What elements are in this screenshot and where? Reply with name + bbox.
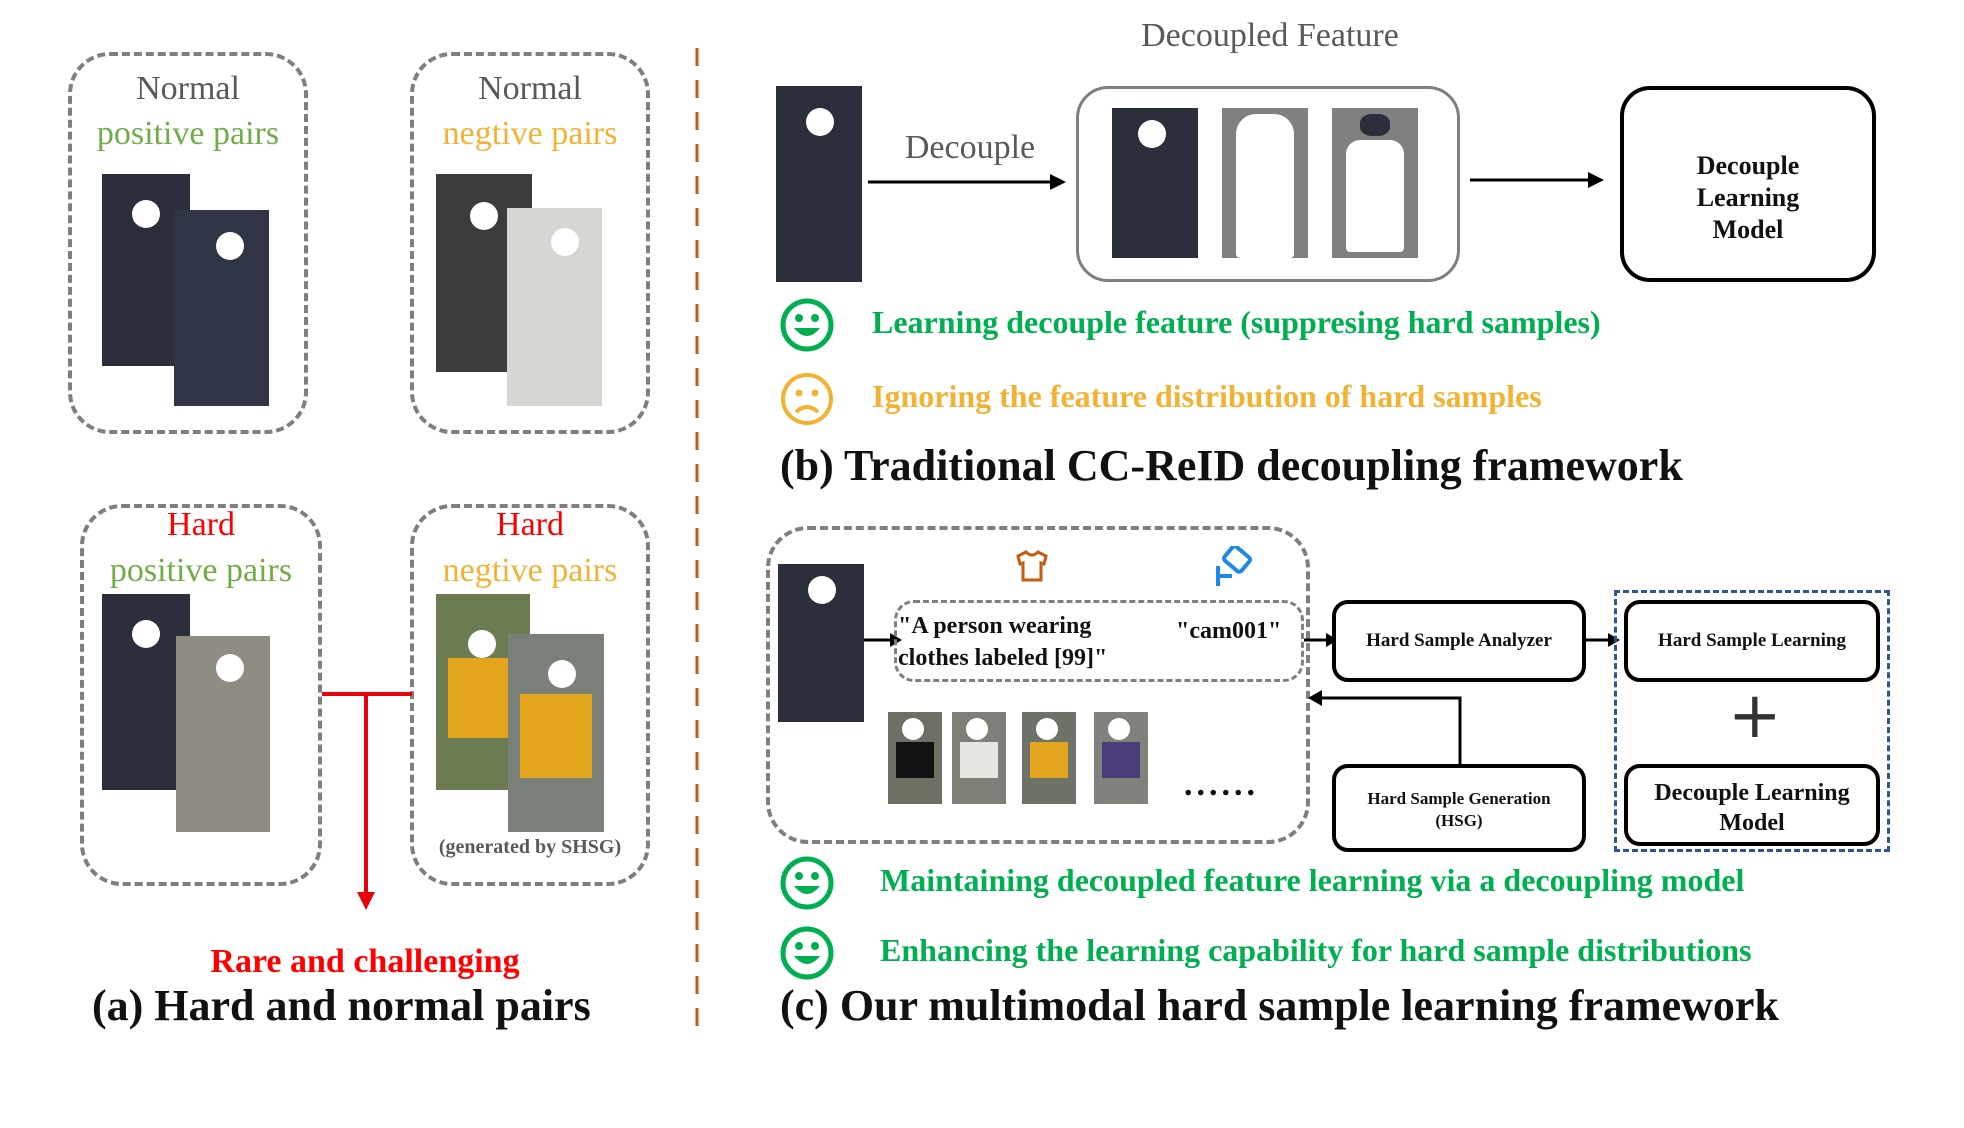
text-prompt-line2: clothes labeled [99]" — [898, 645, 1108, 671]
decouple-learning-model-label-c: Decouple Learning Model — [1628, 778, 1876, 838]
text-prompt-line1: "A person wearing — [898, 613, 1092, 639]
person-photo — [778, 564, 864, 722]
generated-sample-image — [1022, 712, 1076, 804]
person-photo — [507, 208, 602, 406]
normal-positive-box — [68, 52, 308, 434]
normal-negative-subtitle: negtive pairs — [442, 115, 618, 152]
hard-sample-learning-label: Hard Sample Learning — [1658, 630, 1846, 651]
decouple-learning-model-label: Decouple Learning Model — [1696, 151, 1800, 244]
caption-a: (a) Hard and normal pairs — [92, 981, 591, 1030]
silhouette-mask-image — [1222, 108, 1308, 258]
normal-negative-box — [410, 52, 650, 434]
hard-sample-learning-box: Hard Sample Learning — [1624, 600, 1880, 682]
decouple-learning-model-box-c: Decouple Learning Model — [1624, 764, 1880, 846]
more-samples-ellipsis: ...... — [1184, 766, 1259, 803]
happy-face-icon — [780, 298, 834, 352]
decoupled-feature-box — [1076, 86, 1460, 282]
normal-positive-subtitle: positive pairs — [96, 115, 280, 152]
hard-sample-generation-box: Hard Sample Generation (HSG) — [1332, 764, 1586, 852]
multimodal-input-box — [766, 526, 1310, 844]
camera-id-text: "cam001" — [1176, 618, 1282, 644]
hard-negative-title: Hard — [496, 506, 564, 543]
text-prompt: "A person wearing clothes labeled [99]" — [898, 610, 1107, 674]
hsg-feedback-arrow — [1308, 690, 1462, 764]
learning-module-group — [1614, 590, 1890, 852]
hard-positive-subtitle: positive pairs — [109, 552, 293, 589]
text-prompt-box — [894, 600, 1304, 682]
panel-c-pro2-text: Enhancing the learning capability for ha… — [880, 932, 1752, 968]
normal-positive-title: Normal — [136, 70, 240, 107]
hard-sample-generation-label: Hard Sample Generation (HSG) — [1336, 788, 1582, 832]
hard-sample-analyzer-label: Hard Sample Analyzer — [1366, 630, 1552, 651]
normal-negative-title: Normal — [478, 70, 582, 107]
caption-b: (b) Traditional CC-ReID decoupling frame… — [780, 441, 1683, 490]
shirt-icon — [1016, 550, 1048, 582]
hard-positive-title: Hard — [167, 506, 235, 543]
person-photo — [174, 210, 269, 406]
hsg-line2: (HSG) — [1435, 811, 1483, 830]
person-photo — [508, 634, 604, 832]
rgb-feature-image — [1112, 108, 1198, 258]
hard-negative-subtitle: negtive pairs — [442, 552, 618, 589]
person-photo — [176, 636, 270, 832]
hard-sample-analyzer-box: Hard Sample Analyzer — [1332, 600, 1586, 682]
decoupled-feature-label: Decoupled Feature — [1141, 17, 1399, 54]
generated-sample-image — [888, 712, 942, 804]
decouple-arrow — [868, 174, 1066, 190]
hard-positive-box — [80, 504, 322, 886]
panel-b-con-text: Ignoring the feature distribution of har… — [872, 378, 1542, 414]
sad-face-icon — [781, 373, 833, 425]
plus-sign: + — [1728, 679, 1782, 753]
person-photo — [102, 594, 190, 790]
cloth-mask-image — [1332, 108, 1418, 258]
generated-sample-image — [1094, 712, 1148, 804]
happy-face-icon — [780, 856, 834, 910]
caption-c: (c) Our multimodal hard sample learning … — [780, 981, 1779, 1030]
to-model-arrow — [1470, 172, 1604, 188]
shsg-note: (generated by SHSG) — [438, 836, 622, 858]
decouple-model-line1: Decouple Learning — [1654, 780, 1850, 806]
decouple-learning-model-box: Decouple Learning Model — [1620, 86, 1876, 282]
rare-label: Rare and challenging — [210, 943, 520, 980]
happy-face-icon — [780, 926, 834, 980]
camera-icon — [1216, 546, 1252, 586]
decouple-model-line2: Model — [1719, 810, 1785, 836]
rare-arrow — [322, 692, 412, 910]
panel-divider — [695, 48, 699, 1038]
hsg-line1: Hard Sample Generation — [1367, 789, 1551, 808]
panel-c-pro1-text: Maintaining decoupled feature learning v… — [880, 862, 1745, 898]
decouple-label: Decouple — [904, 129, 1036, 166]
generated-sample-image — [952, 712, 1006, 804]
person-photo — [776, 86, 862, 282]
panel-b-pro-text: Learning decouple feature (suppresing ha… — [872, 304, 1601, 340]
